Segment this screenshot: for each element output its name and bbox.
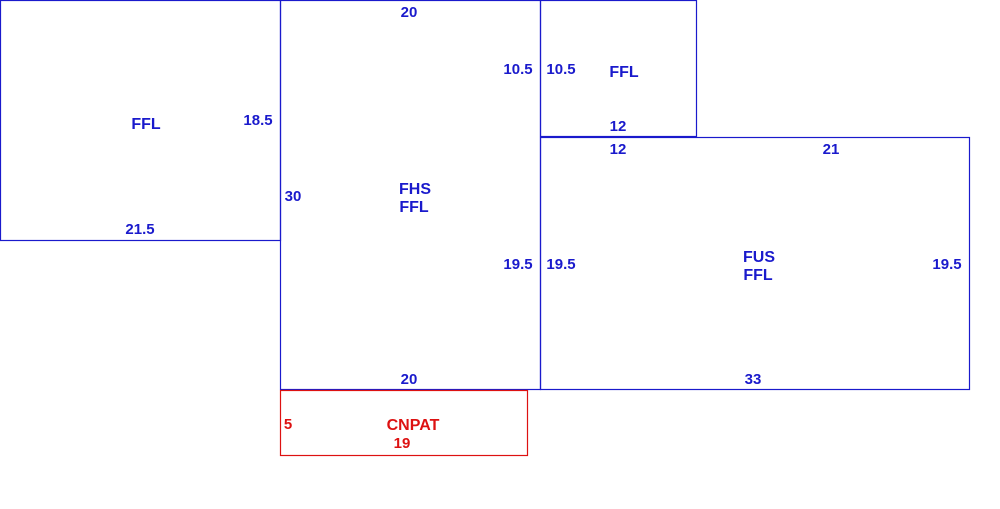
- area-right-fus-dim-top-left: 12: [610, 141, 627, 158]
- area-patio-dim-left: 5: [284, 416, 292, 433]
- area-patio-outline: [279, 389, 529, 457]
- area-center-fhs-dim-left: 30: [285, 188, 302, 205]
- area-top-right-ffl-dim-bottom: 12: [610, 118, 627, 135]
- area-left-ffl-dim-right: 18.5: [243, 112, 272, 129]
- area-center-fhs-label-line2: FFL: [399, 199, 429, 216]
- area-right-fus-label-line2: FFL: [743, 267, 773, 284]
- area-center-fhs-dim-top: 20: [401, 4, 418, 21]
- area-top-right-ffl-label: FFL: [609, 64, 639, 81]
- area-right-fus-dim-right: 19.5: [932, 256, 961, 273]
- area-center-fhs[interactable]: FHS FFL 20 30 10.5 19.5 20: [279, 0, 542, 391]
- area-patio-dim-bottom: 19: [394, 435, 411, 452]
- area-top-right-ffl-outline: [539, 0, 698, 138]
- area-right-fus-dim-bottom: 33: [745, 371, 762, 388]
- area-left-ffl-label: FFL: [131, 116, 161, 133]
- area-center-fhs-label-line1: FHS: [399, 181, 431, 198]
- area-right-fus-label-line1: FUS: [743, 249, 775, 266]
- area-right-fus-outline: [539, 136, 971, 391]
- area-patio[interactable]: CNPAT 5 19: [279, 389, 529, 457]
- area-patio-label: CNPAT: [387, 417, 440, 434]
- area-right-fus-dim-left: 19.5: [546, 256, 575, 273]
- area-top-right-ffl-dim-left: 10.5: [546, 61, 575, 78]
- area-center-fhs-dim-bottom: 20: [401, 371, 418, 388]
- area-top-right-ffl[interactable]: FFL 10.5 12: [539, 0, 698, 138]
- area-right-fus-dim-top-right: 21: [823, 141, 840, 158]
- area-left-ffl-dim-bottom: 21.5: [125, 221, 154, 238]
- area-center-fhs-dim-right-lower: 19.5: [503, 256, 532, 273]
- area-right-fus[interactable]: FUS FFL 12 21 19.5 19.5 33: [539, 136, 971, 391]
- area-left-ffl[interactable]: FFL 18.5 21.5: [0, 0, 282, 242]
- area-center-fhs-dim-right-upper: 10.5: [503, 61, 532, 78]
